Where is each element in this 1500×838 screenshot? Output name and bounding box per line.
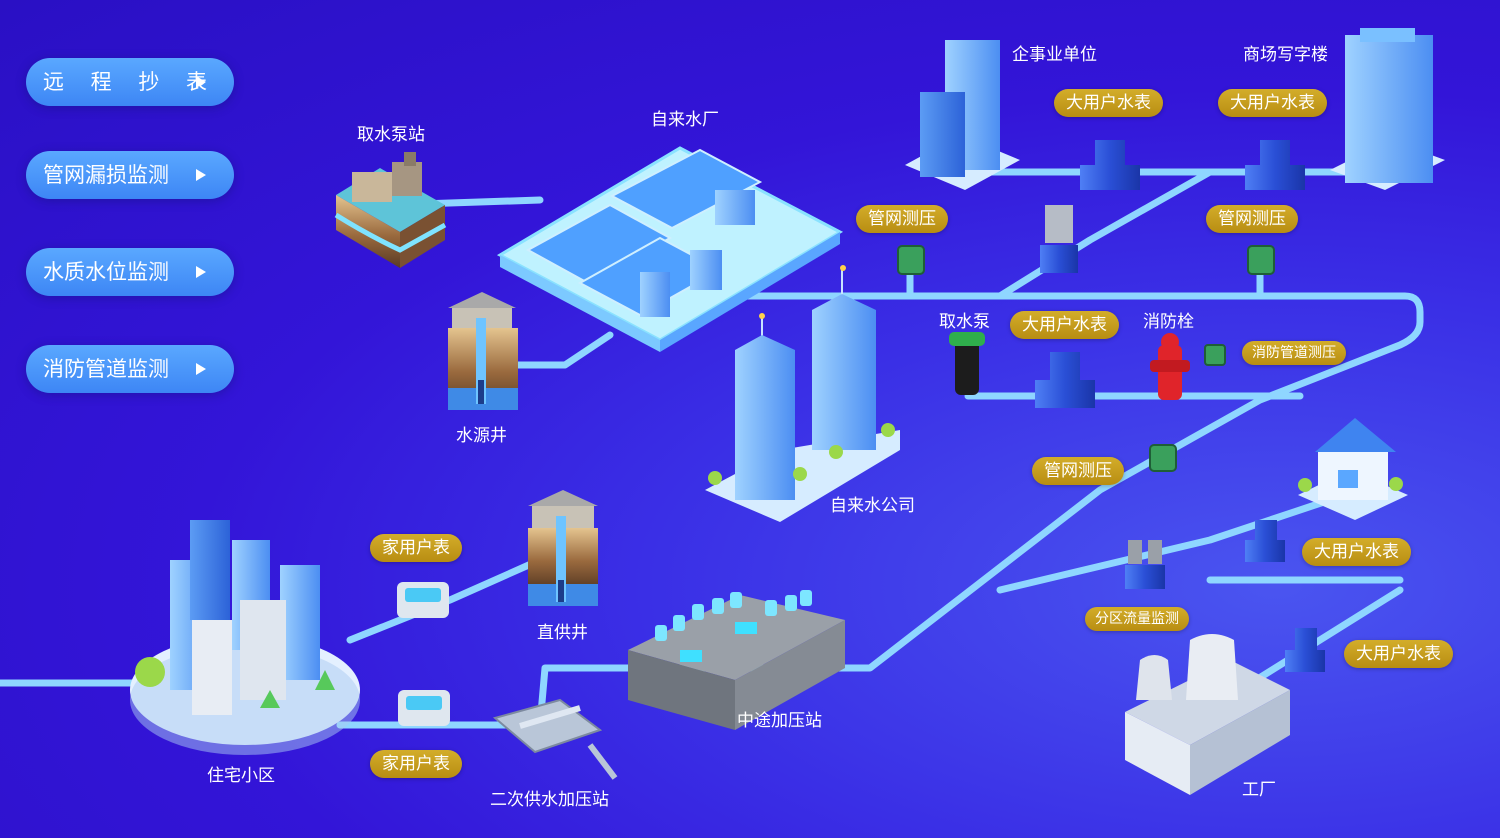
tag-big-user-meter: 大用户水表 <box>1218 89 1327 117</box>
menu-label: 水质水位监测 <box>43 260 169 284</box>
midway-booster-graphic <box>628 590 845 730</box>
large-meter-3 <box>1035 352 1095 408</box>
large-meter-2 <box>1245 140 1305 190</box>
menu-label: 消防管道监测 <box>43 357 169 381</box>
house-graphic <box>1298 418 1408 520</box>
pressure-gauge-devices <box>897 245 1275 472</box>
large-meter-5 <box>1285 628 1325 672</box>
label-water-source-well: 水源井 <box>456 426 507 446</box>
tag-pipe-pressure: 管网测压 <box>856 205 948 233</box>
tag-household-meter: 家用户表 <box>370 534 462 562</box>
menu-label: 远 程 抄 表 <box>43 70 218 94</box>
menu-label: 管网漏损监测 <box>43 163 169 187</box>
zone-flow-device <box>1125 540 1165 589</box>
pipe-factory <box>1236 586 1404 694</box>
label-intake-pump: 取水泵 <box>939 312 990 332</box>
institution-graphic <box>905 40 1020 190</box>
tag-big-user-meter: 大用户水表 <box>1302 538 1411 566</box>
pipe-res-direct <box>346 556 544 644</box>
label-secondary-booster: 二次供水加压站 <box>490 790 609 810</box>
water-source-well-graphic <box>448 292 518 410</box>
play-arrow-icon <box>196 76 206 88</box>
menu-remote-meter-reading[interactable]: 远 程 抄 表 <box>26 58 234 106</box>
menu-pipe-leakage-monitoring[interactable]: 管网漏损监测 <box>26 151 234 199</box>
label-water-company: 自来水公司 <box>830 496 915 516</box>
household-meter-devices <box>397 582 450 726</box>
label-midway-booster: 中途加压站 <box>737 711 822 731</box>
water-company-graphic <box>705 265 900 522</box>
large-meter-devices <box>1035 140 1325 672</box>
tag-fire-pipe-pressure: 消防管道测压 <box>1242 341 1346 365</box>
pipe-east-1 <box>996 496 1334 594</box>
label-factory: 工厂 <box>1242 780 1276 800</box>
tag-big-user-meter: 大用户水表 <box>1054 89 1163 117</box>
pipe-well <box>496 331 614 369</box>
label-institution: 企事业单位 <box>1012 45 1097 65</box>
play-arrow-icon <box>196 363 206 375</box>
mall-office-graphic <box>1330 28 1445 190</box>
label-intake-pump-station: 取水泵站 <box>357 125 425 145</box>
play-arrow-icon <box>196 266 206 278</box>
tag-big-user-meter: 大用户水表 <box>1344 640 1453 668</box>
factory-graphic <box>1125 634 1290 795</box>
hydrant-device <box>1150 333 1190 400</box>
flow-valve-device <box>1040 205 1078 273</box>
label-direct-well: 直供井 <box>537 623 588 643</box>
secondary-booster-graphic <box>492 698 618 780</box>
large-meter-1 <box>1080 140 1140 190</box>
menu-fire-pipe-monitoring[interactable]: 消防管道监测 <box>26 345 234 393</box>
pipe-main <box>616 292 1424 672</box>
intake-pump-station-graphic <box>334 152 447 268</box>
large-meter-4 <box>1245 520 1285 562</box>
water-plant-graphic <box>496 146 844 352</box>
tag-pipe-pressure: 管网测压 <box>1032 457 1124 485</box>
label-water-plant: 自来水厂 <box>651 110 719 130</box>
label-hydrant: 消防栓 <box>1143 312 1194 332</box>
tag-household-meter: 家用户表 <box>370 750 462 778</box>
tag-zone-flow: 分区流量监测 <box>1085 607 1189 631</box>
label-mall-office: 商场写字楼 <box>1243 45 1328 65</box>
menu-water-quality-level-monitoring[interactable]: 水质水位监测 <box>26 248 234 296</box>
tag-pipe-pressure: 管网测压 <box>1206 205 1298 233</box>
direct-well-graphic <box>528 490 598 606</box>
residential-graphic <box>130 520 360 755</box>
label-residential: 住宅小区 <box>207 766 275 786</box>
intake-pump-device <box>949 332 985 395</box>
play-arrow-icon <box>196 169 206 181</box>
tag-big-user-meter: 大用户水表 <box>1010 311 1119 339</box>
